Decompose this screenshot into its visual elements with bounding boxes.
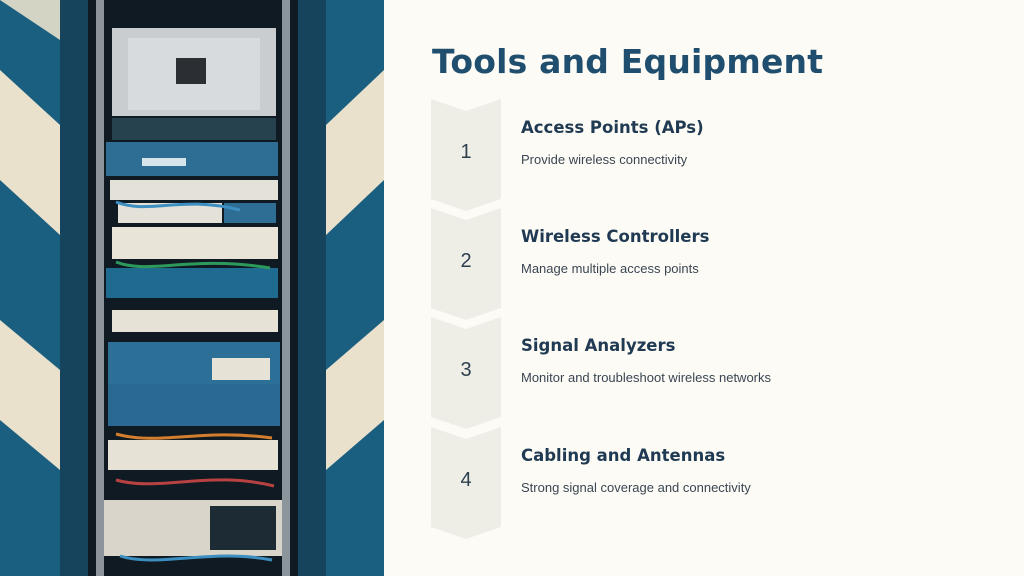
item-title-wireless-controllers: Wireless Controllers	[521, 227, 710, 246]
item-title-signal-analyzers: Signal Analyzers	[521, 336, 676, 355]
item-title-access-points: Access Points (APs)	[521, 118, 704, 137]
step-chevron-2: 2	[431, 208, 501, 320]
item-description-cabling-antennas: Strong signal coverage and connectivity	[521, 480, 751, 495]
item-title-cabling-antennas: Cabling and Antennas	[521, 446, 726, 465]
step-number: 4	[460, 469, 472, 491]
server-rack-photo	[0, 0, 384, 576]
step-chevron-3: 3	[431, 317, 501, 429]
item-description-wireless-controllers: Manage multiple access points	[521, 261, 699, 276]
step-number: 1	[460, 141, 472, 163]
item-description-signal-analyzers: Monitor and troubleshoot wireless networ…	[521, 370, 772, 385]
step-number: 3	[460, 359, 472, 381]
step-chevron-4: 4	[431, 427, 501, 539]
server-rack-illustration	[0, 0, 384, 576]
chevron-down-icon	[431, 317, 501, 429]
step-chevron-1: 1	[431, 99, 501, 211]
content-panel: Tools and Equipment 1 Access Points (APs…	[384, 0, 1024, 576]
chevron-down-icon	[431, 208, 501, 320]
item-description-access-points: Provide wireless connectivity	[521, 152, 688, 167]
chevron-down-icon	[431, 427, 501, 539]
step-number: 2	[460, 250, 472, 272]
chevron-down-icon	[431, 99, 501, 211]
page-title: Tools and Equipment	[432, 42, 824, 81]
